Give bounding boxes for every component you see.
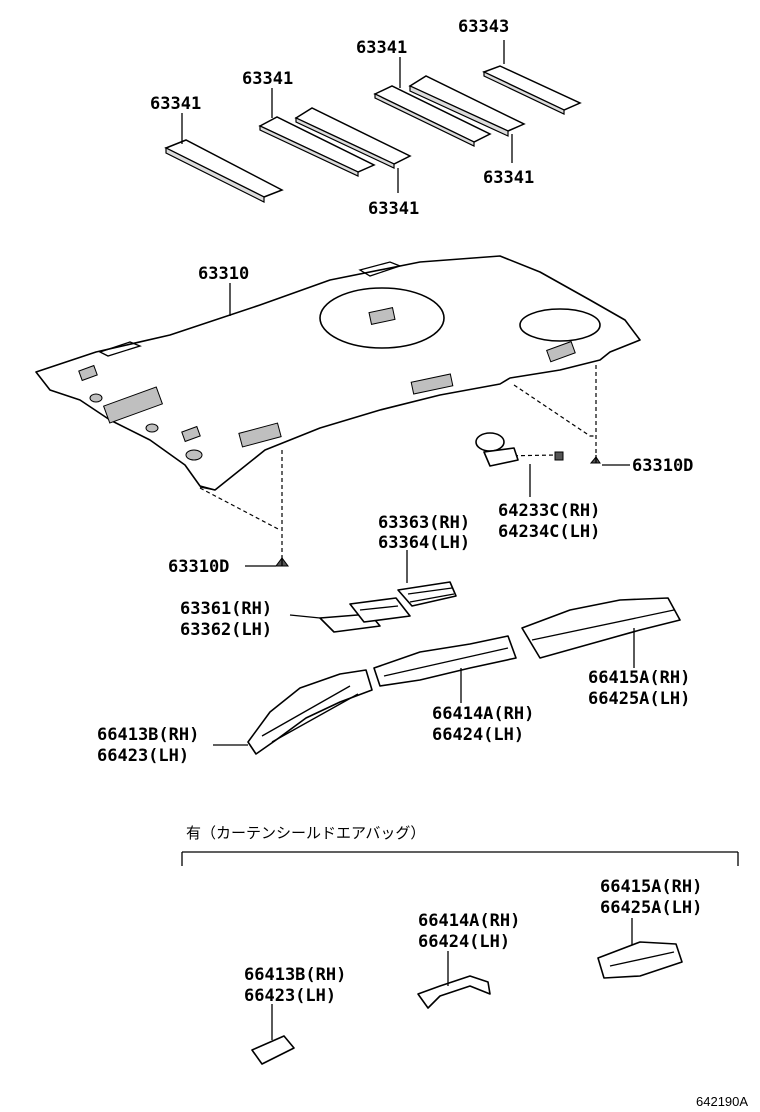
garnish-66414A [373, 635, 517, 687]
clip-63361 [319, 597, 411, 633]
clip-63310D-right [589, 455, 601, 464]
label-63364: 63364(LH) [378, 533, 470, 553]
garnish-66415A-airbag [597, 941, 683, 979]
garnish-66413B [247, 669, 373, 755]
label-63310D-right: 63310D [632, 456, 693, 476]
label-66415A-airbag: 66415A(RH) [600, 877, 702, 897]
label-63341-right-bottom: 63341 [483, 168, 534, 188]
label-63310D-left: 63310D [168, 557, 229, 577]
roof-pad-group [164, 65, 582, 203]
label-63362: 63362(LH) [180, 620, 272, 640]
label-66425A: 66425A(LH) [588, 689, 690, 709]
label-64233C: 64233C(RH) [498, 501, 600, 521]
label-63341-top: 63341 [356, 38, 407, 58]
clip-63310D-left [275, 556, 289, 567]
label-63341-mid: 63341 [242, 69, 293, 89]
label-66423: 66423(LH) [97, 746, 189, 766]
label-66413B-airbag: 66413B(RH) [244, 965, 346, 985]
label-66413B: 66413B(RH) [97, 725, 199, 745]
pad-63341-left [164, 139, 284, 203]
label-66424-airbag: 66424(LH) [418, 932, 510, 952]
label-66425A-airbag: 66425A(LH) [600, 898, 702, 918]
label-66414A-airbag: 66414A(RH) [418, 911, 520, 931]
clip-63363 [397, 581, 457, 607]
label-66424: 66424(LH) [432, 725, 524, 745]
garnish-66413B-airbag [251, 1035, 295, 1065]
label-63363: 63363(RH) [378, 513, 470, 533]
pad-63341-top-pair [373, 75, 526, 147]
label-63310: 63310 [198, 264, 249, 284]
label-66414A: 66414A(RH) [432, 704, 534, 724]
section-caption: 有（カーテンシールドエアバッグ） [186, 824, 425, 842]
pad-63343 [482, 65, 582, 115]
headliner-63310 [35, 255, 641, 491]
label-63341-left: 63341 [150, 94, 201, 114]
label-66415A: 66415A(RH) [588, 668, 690, 688]
label-63341-center-bottom: 63341 [368, 199, 419, 219]
sun-visor-holder [475, 432, 564, 497]
label-63343: 63343 [458, 17, 509, 37]
diagram-code: 642190A [696, 1094, 748, 1109]
pad-63341-mid-pair [258, 107, 412, 177]
garnish-66414A-airbag [417, 975, 491, 1009]
label-64234C: 64234C(LH) [498, 522, 600, 542]
label-63361: 63361(RH) [180, 599, 272, 619]
garnish-66415A [521, 597, 681, 659]
label-66423-airbag: 66423(LH) [244, 986, 336, 1006]
